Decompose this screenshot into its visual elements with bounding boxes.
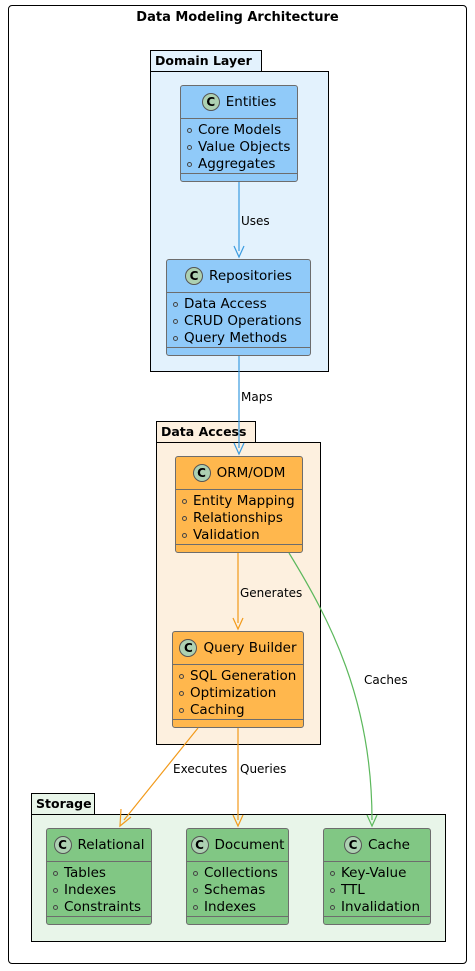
class-member: Tables (53, 865, 151, 882)
class-name: Cache (368, 837, 410, 853)
class-member: Invalidation (330, 899, 430, 916)
class-member: Data Access (173, 296, 310, 313)
class-member: Query Methods (173, 330, 310, 347)
class-name: Query Builder (203, 640, 297, 656)
class-member: Relationships (182, 510, 302, 527)
class-relational: C Relational Tables Indexes Constraints (46, 828, 152, 925)
edge-label-executes: Executes (173, 762, 228, 776)
class-member: Caching (179, 702, 303, 719)
edge-label-caches: Caches (364, 673, 408, 687)
class-member: CRUD Operations (173, 313, 310, 330)
diagram-title: Data Modeling Architecture (136, 10, 339, 25)
class-name: ORM/ODM (216, 465, 286, 481)
class-member: Collections (193, 865, 288, 882)
class-member: Schemas (193, 882, 288, 899)
package-label-storage: Storage (36, 796, 92, 811)
class-query-builder: C Query Builder SQL Generation Optimizat… (172, 631, 304, 728)
package-label-data-access: Data Access (161, 424, 247, 439)
package-tab-storage: Storage (31, 793, 95, 815)
class-cache: C Cache Key-Value TTL Invalidation (323, 828, 431, 925)
class-stereotype-icon: C (344, 836, 362, 854)
class-member: Key-Value (330, 865, 430, 882)
edge-queries-arrowhead (232, 814, 244, 828)
class-member: Indexes (193, 899, 288, 916)
class-stereotype-icon: C (185, 267, 204, 285)
class-repositories: C Repositories Data Access CRUD Operatio… (166, 259, 311, 356)
class-member: Indexes (53, 882, 151, 899)
class-stereotype-icon: C (53, 836, 72, 854)
class-stereotype-icon: C (192, 464, 211, 482)
class-stereotype-icon: C (201, 93, 220, 111)
class-name: Relational (77, 837, 145, 853)
class-member: Optimization (179, 685, 303, 702)
package-label-domain-layer: Domain Layer (155, 53, 252, 68)
class-member: Aggregates (187, 156, 297, 173)
class-entities: C Entities Core Models Value Objects Agg… (180, 85, 298, 182)
class-stereotype-icon: C (179, 639, 198, 657)
edge-label-uses: Uses (241, 214, 270, 228)
class-name: Entities (225, 94, 277, 110)
class-member: Validation (182, 527, 302, 544)
edge-executes (123, 727, 199, 821)
edge-label-generates: Generates (240, 586, 303, 600)
class-member: SQL Generation (179, 668, 303, 685)
edge-label-maps: Maps (241, 390, 273, 404)
edge-caches-arrowhead (366, 814, 378, 828)
class-member: Core Models (187, 122, 297, 139)
edge-uses-arrowhead (233, 245, 245, 259)
class-stereotype-icon: C (190, 836, 209, 854)
class-member: TTL (330, 882, 430, 899)
edge-executes-arrowhead (119, 808, 132, 828)
class-member: Entity Mapping (182, 493, 302, 510)
edge-generates-arrowhead (232, 617, 244, 631)
package-tab-domain-layer: Domain Layer (150, 50, 262, 72)
class-member: Constraints (53, 899, 151, 916)
edge-maps-arrowhead (233, 442, 245, 456)
package-tab-data-access: Data Access (156, 421, 256, 443)
class-member: Value Objects (187, 139, 297, 156)
class-document: C Document Collections Schemas Indexes (186, 828, 289, 925)
edge-label-queries: Queries (240, 762, 287, 776)
class-orm-odm: C ORM/ODM Entity Mapping Relationships V… (175, 456, 303, 553)
class-name: Document (214, 837, 285, 853)
class-name: Repositories (209, 268, 292, 284)
edge-caches (288, 552, 373, 821)
